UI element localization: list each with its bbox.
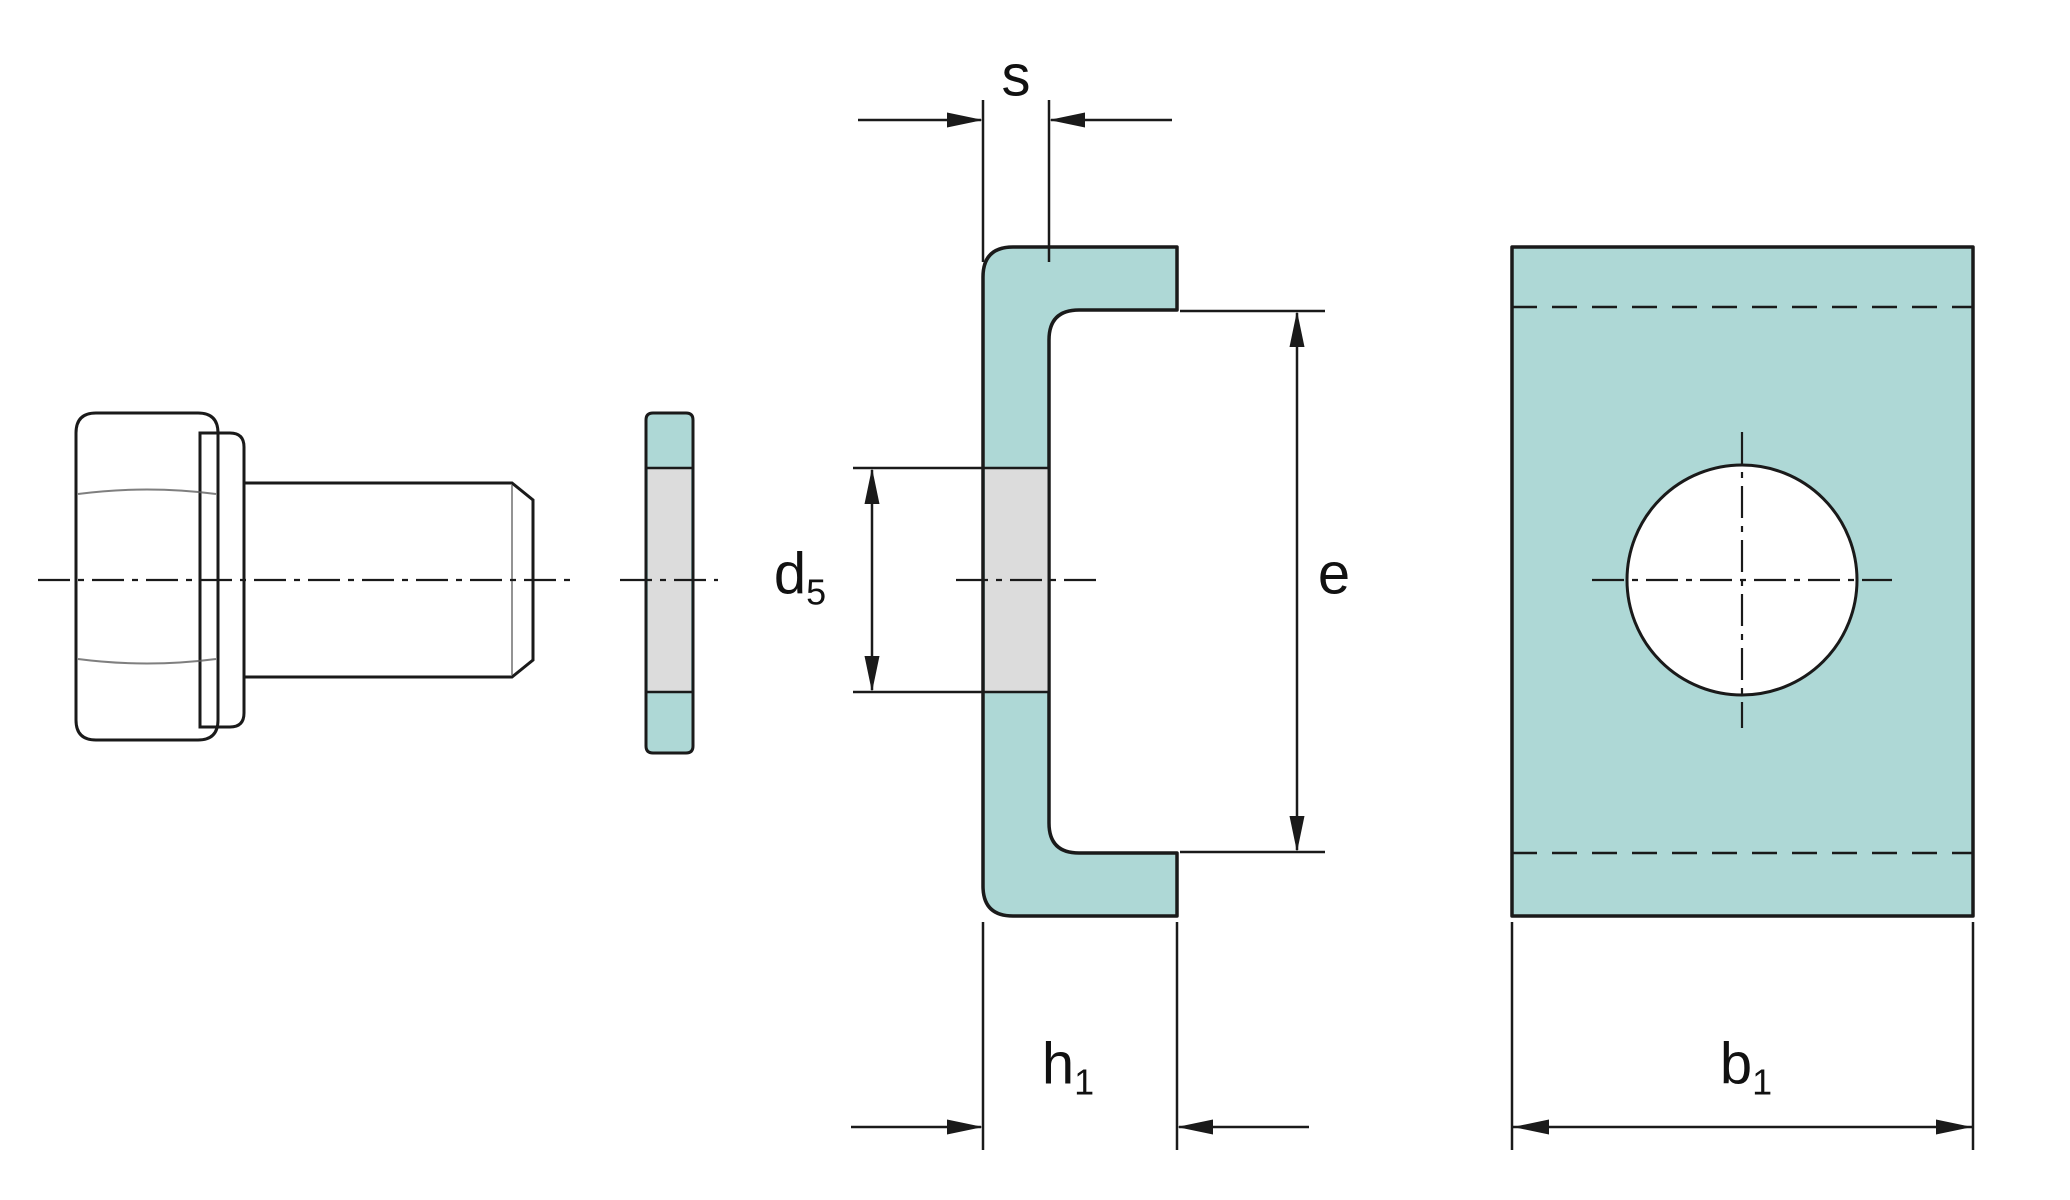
bolt-head [74, 411, 220, 742]
dim-d5-arrow-top [864, 468, 880, 504]
dim-e-arrow-bottom [1289, 816, 1305, 852]
dim-h1-arrow-right [1177, 1119, 1213, 1135]
plate-section-body [981, 245, 1179, 918]
bolt-shank [242, 481, 535, 679]
clamping-plate-section [956, 245, 1179, 918]
dim-label-s-main: s [1001, 43, 1031, 109]
dim-s-arrow-left [947, 112, 983, 128]
dim-label-e-main: e [1317, 541, 1351, 607]
dimension-e [1180, 309, 1325, 854]
dim-label-b1-main: b [1719, 1031, 1753, 1097]
clamping-plate-front-view [1510, 245, 1975, 918]
dim-b1-arrow-left [1513, 1119, 1549, 1135]
dimension-s [858, 100, 1172, 262]
dim-label-d5-main: d [773, 541, 807, 607]
dim-label-h1-main: h [1041, 1031, 1075, 1097]
dim-d5-arrow-bottom [864, 656, 880, 692]
dim-label-d5: d5 [774, 545, 827, 613]
bolt-head-facet-line-top [77, 488, 217, 495]
dim-b1-arrow-right [1936, 1119, 1972, 1135]
dim-h1-arrow-left [947, 1119, 983, 1135]
hex-bolt [38, 411, 572, 742]
dim-label-b1-sub: 1 [1752, 1061, 1773, 1103]
dim-label-e: e [1318, 545, 1350, 611]
dim-label-s: s [1002, 47, 1031, 113]
dim-label-d5-sub: 5 [806, 571, 827, 613]
dimension-b1 [1510, 922, 1975, 1150]
dim-label-h1: h1 [1042, 1035, 1095, 1103]
dim-e-arrow-top [1289, 311, 1305, 347]
washer-side-view [620, 411, 718, 755]
bolt-flange [198, 431, 246, 729]
dimension-h1 [851, 922, 1309, 1150]
dim-s-arrow-right [1049, 112, 1085, 128]
dimension-d5 [853, 466, 1049, 694]
bolt-head-facet-line-bottom [77, 658, 217, 665]
dim-label-h1-sub: 1 [1074, 1061, 1095, 1103]
dim-label-b1: b1 [1720, 1035, 1773, 1103]
